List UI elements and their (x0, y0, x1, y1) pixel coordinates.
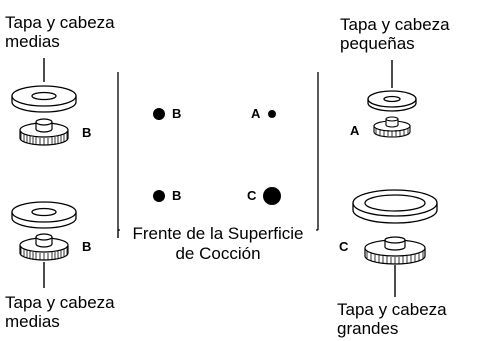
front-right-position-dot (263, 187, 281, 205)
bottom-left-label-line1: Tapa y cabeza (5, 293, 115, 312)
small-cap-icon (367, 90, 417, 112)
top-left-label: Tapa y cabeza medias (5, 13, 115, 51)
small-head-icon (373, 116, 411, 138)
left-bottom-burner-letter: B (82, 239, 92, 254)
cooktop-front-label-line2: de Cocción (175, 244, 261, 263)
large-head-icon (364, 236, 426, 265)
large-cap-icon (352, 189, 438, 224)
top-left-label-line1: Tapa y cabeza (5, 13, 115, 32)
front-left-position-letter: B (172, 188, 182, 203)
rear-left-position-letter: B (172, 106, 182, 121)
left-top-burner-letter: B (82, 125, 92, 140)
top-right-label: Tapa y cabeza pequeñas (340, 15, 450, 53)
top-right-label-line2: pequeñas (340, 34, 415, 53)
bottom-left-label: Tapa y cabeza medias (5, 293, 115, 331)
cooktop-front-label-line1: Frente de la Superficie (132, 224, 304, 243)
medium-head-icon (19, 233, 69, 261)
medium-cap-icon (11, 85, 77, 113)
cooktop-outline (117, 72, 319, 231)
rear-right-position-letter: A (251, 106, 261, 121)
rear-left-position-dot (153, 108, 165, 120)
bottom-left-label-line2: medias (5, 312, 60, 331)
medium-cap-icon (11, 201, 77, 229)
bottom-right-label-line2: grandes (337, 319, 399, 338)
rear-right-position-dot (268, 110, 276, 118)
bottom-right-label-line1: Tapa y cabeza (337, 300, 447, 319)
front-left-position-dot (153, 190, 165, 202)
cooktop-front-label: Frente de la Superficie de Cocción (120, 224, 316, 264)
bottom-right-label: Tapa y cabeza grandes (337, 300, 447, 338)
top-left-label-line2: medias (5, 32, 60, 51)
right-bottom-burner-letter: C (339, 239, 349, 254)
right-top-burner-letter: A (350, 123, 360, 138)
front-right-position-letter: C (247, 188, 257, 203)
medium-head-icon (19, 118, 69, 146)
top-right-label-line1: Tapa y cabeza (340, 15, 450, 34)
